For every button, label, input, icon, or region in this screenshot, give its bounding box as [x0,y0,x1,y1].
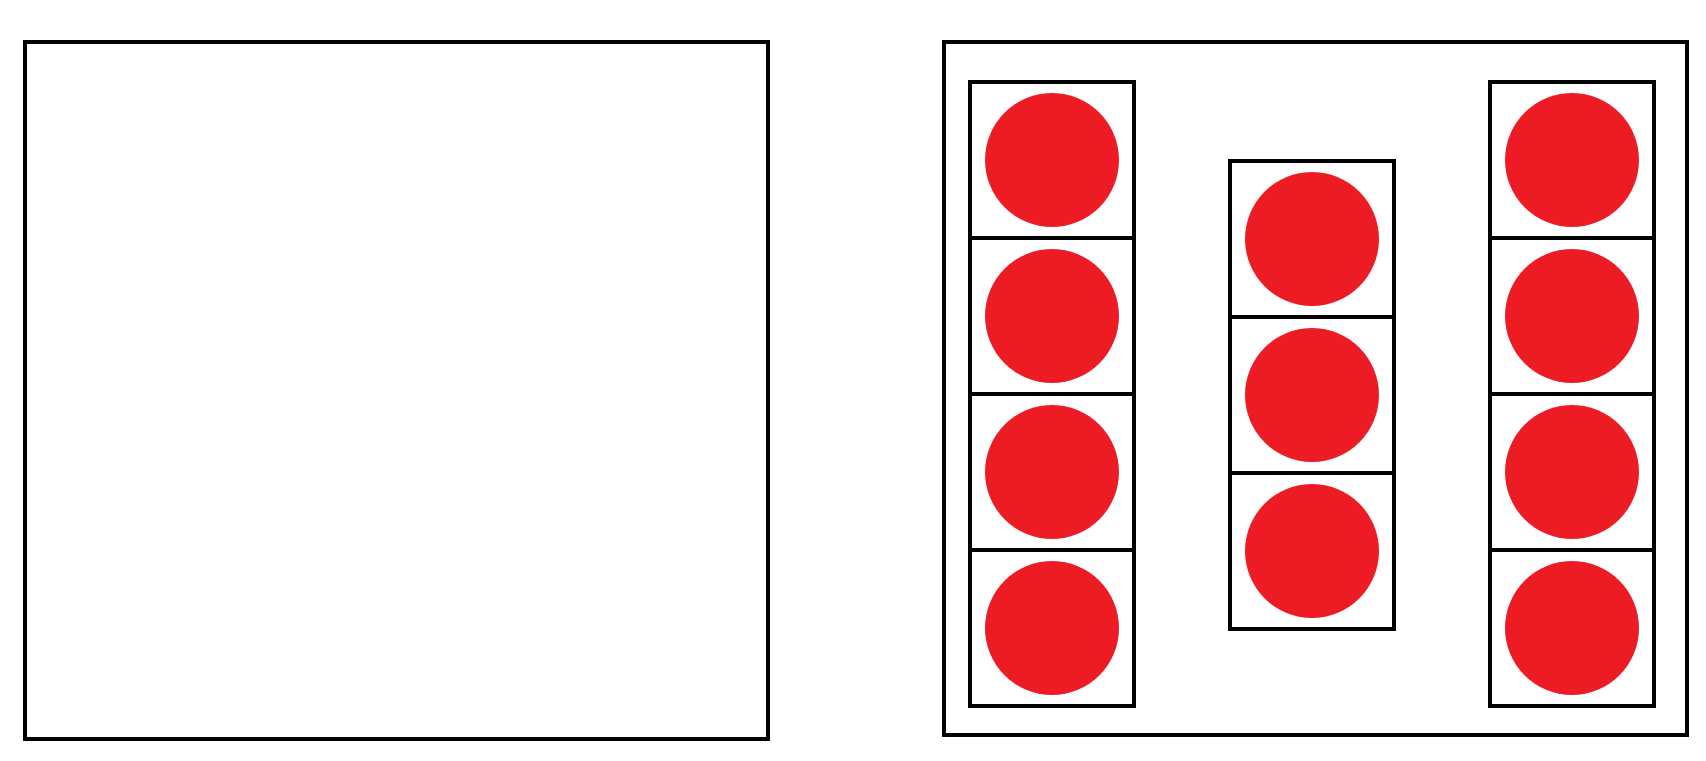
empty-panel [23,40,770,741]
red-counter [1245,328,1379,462]
red-counter [1245,484,1379,618]
red-counter [1505,249,1639,383]
middle-column [1228,159,1396,631]
red-counter [1245,172,1379,306]
red-counter [985,93,1119,227]
red-counter [1505,93,1639,227]
counter-columns [968,80,1656,708]
red-counter [1505,405,1639,539]
red-counter [985,249,1119,383]
red-counter [985,561,1119,695]
right-column [1488,80,1656,708]
red-counter [985,405,1119,539]
red-counter [1505,561,1639,695]
left-column [968,80,1136,708]
